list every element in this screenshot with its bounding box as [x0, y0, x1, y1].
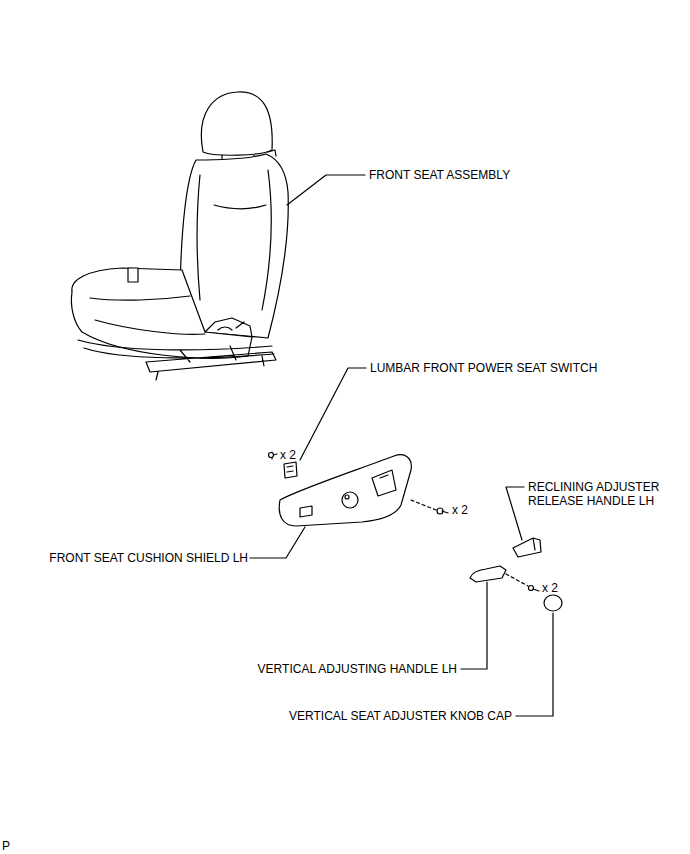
part-label: VERTICAL ADJUSTING HANDLE LH: [258, 662, 457, 676]
quantity-label: x 2: [542, 581, 558, 595]
quantity-label: x 2: [280, 448, 296, 462]
part-label: LUMBAR FRONT POWER SEAT SWITCH: [370, 361, 597, 375]
cushion-shield: [279, 455, 411, 526]
seat-rail: [78, 340, 276, 380]
part-label: VERTICAL SEAT ADJUSTER KNOB CAP: [289, 709, 512, 723]
quantity-label: x 2: [452, 503, 468, 517]
vertical-handle: [470, 566, 506, 582]
recline-handle: [513, 538, 541, 557]
lumbar-switch: [284, 462, 297, 478]
part-label: FRONT SEAT ASSEMBLY: [369, 168, 510, 182]
part-label: FRONT SEAT CUSHION SHIELD LH: [49, 551, 248, 565]
headrest: [201, 92, 272, 155]
figure-code: P: [2, 839, 10, 853]
part-label: RECLINING ADJUSTER RELEASE HANDLE LH: [528, 480, 678, 508]
